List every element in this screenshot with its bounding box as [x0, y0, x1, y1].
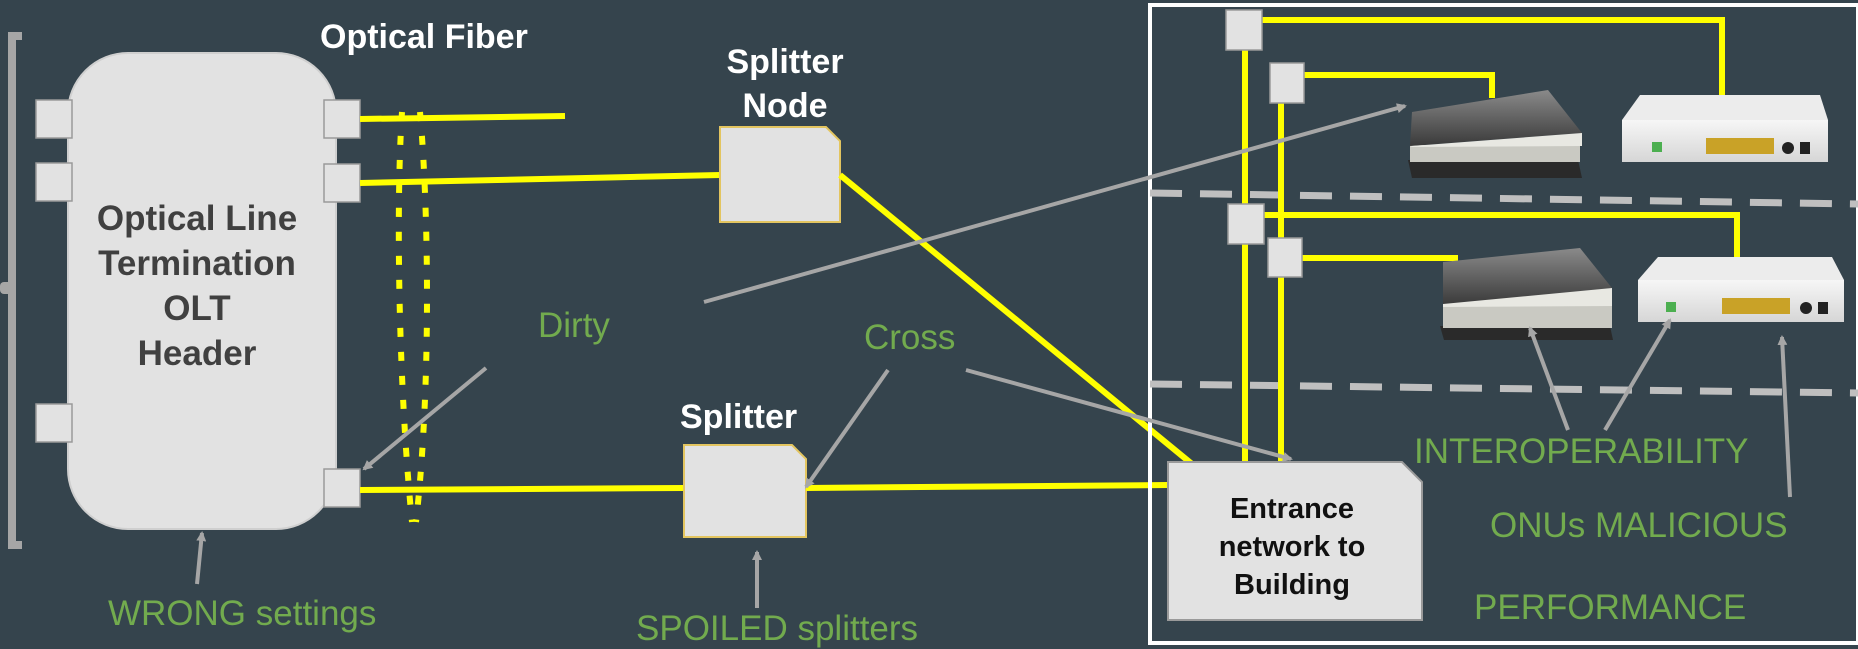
fiber-olt-to-splitter [359, 485, 685, 493]
floor-separator-2 [1149, 380, 1858, 397]
onu-modem-icon [1440, 248, 1613, 340]
olt-port-right-1 [323, 99, 361, 139]
olt-port-left-3 [35, 403, 73, 443]
olt-label-line-3: OLT [163, 289, 231, 328]
arrow-wrong-settings-to-olt [195, 531, 207, 585]
olt-port-left-2 [35, 162, 73, 202]
riser-box-3 [1227, 203, 1265, 245]
splitter-node-label-line-1: Splitter [726, 43, 844, 81]
splitter-node-label: Splitter Node [700, 40, 870, 128]
optical-fiber-label: Optical Fiber [320, 18, 528, 56]
arrow-dirty-to-olt-port [362, 366, 488, 471]
arrow-interop-to-router [1603, 318, 1672, 432]
splitter-box [683, 444, 807, 538]
olt-box [67, 52, 337, 530]
olt-label-line-4: Header [137, 334, 257, 373]
arrow-interop-to-modem [1528, 326, 1570, 431]
onu-modem-icon [1408, 90, 1582, 178]
building-boundary [1148, 3, 1858, 645]
fiber-splitter-to-entrance [805, 482, 1169, 491]
olt-label-line-1: Optical Line [96, 199, 298, 238]
entrance-label-line-3: Building [1234, 569, 1350, 601]
riser-box-4 [1267, 237, 1303, 278]
olt-label: Optical Line Termination OLT Header [68, 196, 326, 376]
splitter-node-label-line-2: Node [742, 87, 828, 125]
drop-fiber-2 [1303, 72, 1495, 98]
olt-port-right-3 [323, 468, 361, 508]
entrance-label-line-2: network to [1218, 531, 1366, 563]
issue-cross: Cross [864, 318, 956, 357]
issue-performance: PERFORMANCE [1474, 588, 1747, 627]
arrow-cross-to-entrance [965, 368, 1293, 462]
dirty-fiber-loop [395, 111, 430, 523]
drop-fiber-4 [1284, 255, 1458, 262]
olt-label-line-2: Termination [98, 244, 296, 283]
issue-spoiled-splitters: SPOILED splitters [636, 609, 919, 648]
issue-wrong-settings: WRONG settings [108, 594, 377, 633]
floor-separator-1 [1149, 189, 1858, 208]
ont-router-icon [1622, 95, 1828, 162]
ont-router-icon [1638, 257, 1844, 322]
issue-dirty: Dirty [538, 306, 610, 345]
arrow-cross-to-splitter [804, 368, 890, 489]
rack-bracket [8, 32, 22, 549]
riser-box-2 [1269, 62, 1305, 104]
drop-fiber-3 [1262, 212, 1740, 258]
arrow-malicious-to-router [1777, 335, 1792, 498]
entrance-label: Entrance network to Building [1170, 490, 1414, 604]
issue-onus-malicious: ONUs MALICIOUS [1490, 506, 1788, 545]
riser-box-1 [1225, 9, 1263, 51]
entrance-box [1167, 461, 1423, 621]
fiber-olt-1 [359, 113, 566, 122]
entrance-label-line-1: Entrance [1229, 493, 1355, 525]
fiber-olt-to-splitter-node [359, 172, 721, 186]
rack-bracket-tick [0, 282, 12, 294]
olt-port-right-2 [323, 163, 361, 203]
arrow-dirty-to-modem [703, 103, 1407, 304]
issue-interoperability: INTEROPERABILITY [1414, 432, 1749, 471]
splitter-node-box [719, 126, 841, 223]
drop-fiber-1 [1262, 17, 1725, 95]
splitter-label: Splitter [680, 398, 798, 436]
olt-port-left-1 [35, 99, 73, 139]
